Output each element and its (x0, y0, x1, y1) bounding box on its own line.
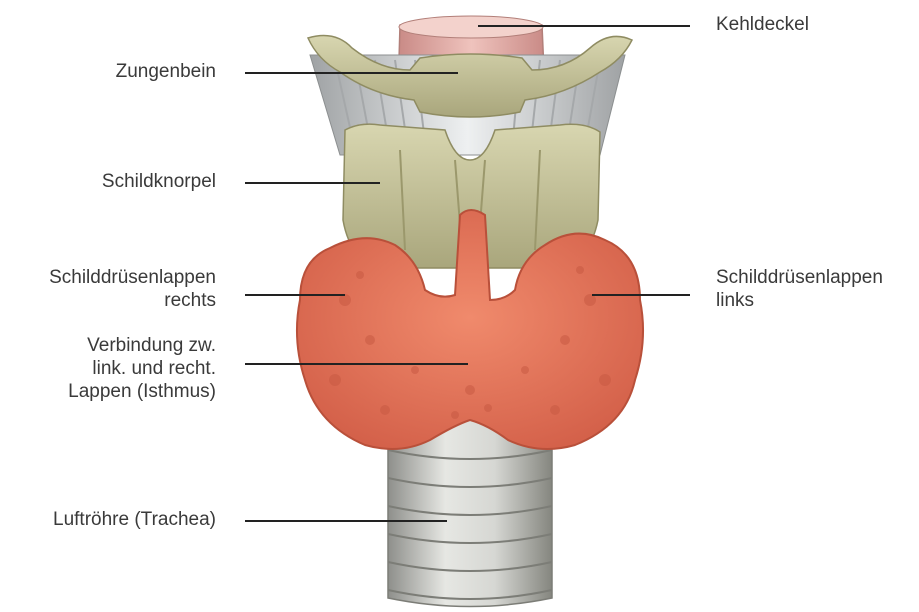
label-zungenbein: Zungenbein (116, 60, 216, 83)
label-trachea: Luftröhre (Trachea) (53, 508, 216, 531)
label-lappen-rechts: Schilddrüsenlappen rechts (49, 266, 216, 312)
label-lappen-links: Schilddrüsenlappen links (716, 266, 883, 312)
label-kehldeckel: Kehldeckel (716, 13, 809, 36)
thyroid-gland (297, 210, 643, 449)
label-isthmus: Verbindung zw. link. und recht. Lappen (… (68, 334, 216, 403)
trachea (388, 420, 552, 607)
label-schildknorpel: Schildknorpel (102, 170, 216, 193)
